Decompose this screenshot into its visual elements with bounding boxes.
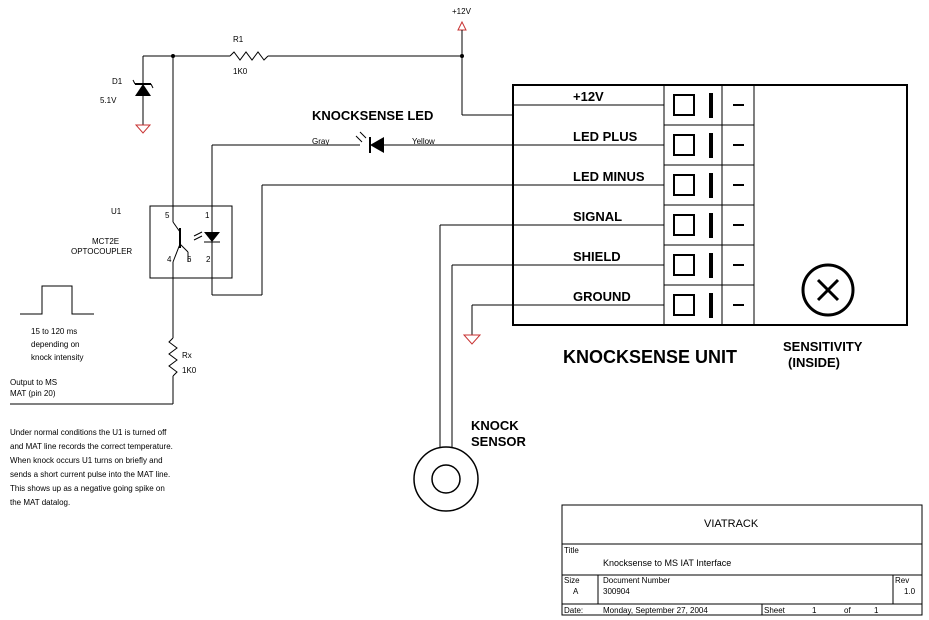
note-line: Under normal conditions the U1 is turned… <box>10 428 167 437</box>
note-line: sends a short current pulse into the MAT… <box>10 470 170 479</box>
tb-size-label: Size <box>564 576 580 585</box>
tb-sheet-total: 1 <box>874 606 879 615</box>
note-line: When knock occurs U1 turns on briefly an… <box>10 456 163 465</box>
tb-docnum-label: Document Number <box>603 576 670 585</box>
tb-of-label: of <box>844 606 851 615</box>
u1-pin1: 1 <box>205 211 210 220</box>
d1-ground-icon <box>134 124 152 134</box>
terminal-label: LED PLUS <box>573 129 638 144</box>
d1-name: D1 <box>112 77 123 86</box>
knock-sensor-icon <box>413 446 479 512</box>
tb-title-value: Knocksense to MS IAT Interface <box>603 558 731 568</box>
screw-icon <box>673 174 695 196</box>
output-line1: Output to MS <box>10 378 57 387</box>
pulse-line2: depending on <box>31 340 80 349</box>
tb-size-value: A <box>573 587 579 596</box>
screw-icon <box>673 94 695 116</box>
sensor-line1: KNOCK <box>471 418 519 433</box>
terminal-label: LED MINUS <box>573 169 645 184</box>
sensor-line2: SENSOR <box>471 434 527 449</box>
tb-sheet-label: Sheet <box>764 606 786 615</box>
tb-rev-label: Rev <box>895 576 909 585</box>
terminal-screws <box>673 94 695 316</box>
knocksense-unit <box>512 84 908 326</box>
ground-icon <box>462 334 482 345</box>
tb-company: VIATRACK <box>704 518 759 530</box>
sensitivity-line1: SENSITIVITY <box>783 339 863 354</box>
r1-resistor-icon <box>229 51 269 61</box>
title-block <box>561 504 923 616</box>
tb-date-label: Date: <box>564 606 583 615</box>
terminal-label: SIGNAL <box>573 209 622 224</box>
tb-docnum-value: 300904 <box>603 587 630 596</box>
terminal-dashes <box>733 104 744 306</box>
u1-pin2: 2 <box>206 255 211 264</box>
led-title: KNOCKSENSE LED <box>312 108 433 123</box>
supply-rail <box>143 20 512 116</box>
u1-pin6: 6 <box>187 255 192 264</box>
pulse-line1: 15 to 120 ms <box>31 327 77 336</box>
rx-value: 1K0 <box>182 366 197 375</box>
rx-resistor-icon <box>168 337 178 377</box>
tb-rev-value: 1.0 <box>904 587 916 596</box>
pulse-waveform-icon <box>20 285 94 315</box>
u1-part: MCT2E <box>92 237 119 246</box>
u1-type: OPTOCOUPLER <box>71 247 132 256</box>
u1-pin4: 4 <box>167 255 172 264</box>
r1-name: R1 <box>233 35 244 44</box>
output-line2: MAT (pin 20) <box>10 389 56 398</box>
wire-gray: Gray <box>312 137 329 146</box>
r1-value: 1K0 <box>233 67 248 76</box>
unit-title: KNOCKSENSE UNIT <box>563 347 737 367</box>
tb-title-label: Title <box>564 546 579 555</box>
terminal-label: +12V <box>573 89 604 104</box>
d1-zener-icon <box>132 56 154 134</box>
sensitivity-line2: (INSIDE) <box>788 355 840 370</box>
terminal-label: SHIELD <box>573 249 621 264</box>
note-line: the MAT datalog. <box>10 498 70 507</box>
screw-icon <box>673 214 695 236</box>
rx-name: Rx <box>182 351 192 360</box>
supply-arrow-icon <box>457 20 467 31</box>
screw-icon <box>673 134 695 156</box>
tb-sheet-num: 1 <box>812 606 817 615</box>
sensitivity-knob-icon <box>801 263 855 317</box>
u1-name: U1 <box>111 207 122 216</box>
notes: Under normal conditions the U1 is turned… <box>10 428 173 507</box>
screw-icon <box>673 254 695 276</box>
u1-pin5: 5 <box>165 211 170 220</box>
supply-label: +12V <box>452 7 472 16</box>
d1-value: 5.1V <box>100 96 117 105</box>
note-line: and MAT line records the correct tempera… <box>10 442 173 451</box>
terminal-label: GROUND <box>573 289 631 304</box>
note-line: This shows up as a negative going spike … <box>10 484 165 493</box>
wire-yellow: Yellow <box>412 137 435 146</box>
u1-optocoupler <box>149 205 233 279</box>
pulse-line3: knock intensity <box>31 353 83 362</box>
screw-icon <box>673 294 695 316</box>
tb-date-value: Monday, September 27, 2004 <box>603 606 708 615</box>
